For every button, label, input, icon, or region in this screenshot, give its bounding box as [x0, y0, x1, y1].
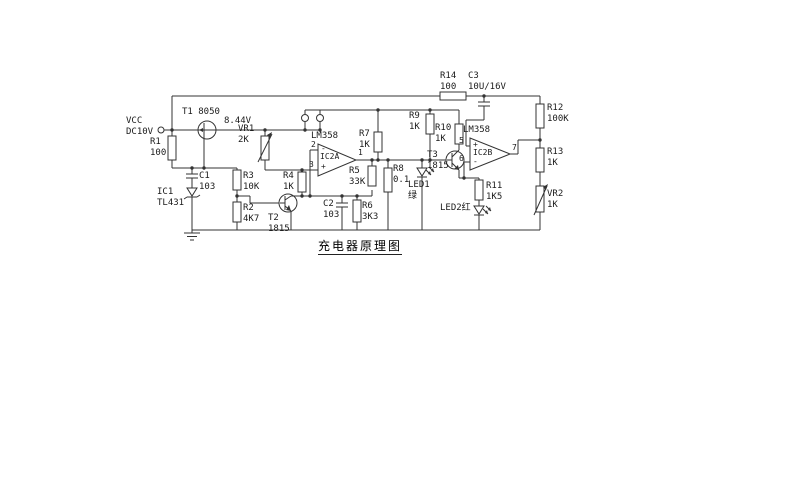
schematic-title: 充电器原理图: [318, 239, 403, 256]
junction-dots: [170, 94, 542, 198]
trimmer-vr1-arrowhead: [267, 132, 272, 138]
trimmer-vr2-arrowhead: [543, 184, 548, 190]
label-r12: R12 100K: [547, 103, 569, 125]
resistor-r2-symbol: [232, 201, 242, 223]
label-t1: T1 8050: [182, 107, 220, 117]
label-r2: R2 4K7: [243, 203, 260, 225]
led1-ray-arrowhead-1: [428, 171, 431, 175]
label-led1: LED1 绿: [408, 180, 430, 202]
r11-led2-wires: [474, 178, 492, 230]
capacitor-c2-symbol: [336, 196, 348, 230]
resistor-r3-symbol: [232, 169, 242, 191]
ic2b-pin-output: 7: [512, 143, 517, 152]
label-r10: R10 1K: [435, 123, 452, 145]
label-t3: T3 1815: [427, 150, 449, 172]
resistor-r11-symbol: [474, 179, 484, 201]
label-ic2a-name: IC2A: [320, 152, 340, 161]
ic2a-minus-sign: -: [321, 144, 326, 153]
trimmer-vr2-symbol: [535, 185, 545, 213]
opamp-ic2b-symbol: [469, 137, 512, 171]
label-c2: C2 103: [323, 199, 340, 221]
zener-ic1-symbol: [186, 187, 198, 197]
resistor-r8-symbol: [383, 167, 393, 193]
transistor-t2-arrow: [286, 205, 291, 211]
battery-plug-wires: [304, 109, 459, 130]
label-r4: R4 1K: [283, 171, 294, 193]
battery-plug-left: [301, 114, 309, 122]
transistor-t3-leads: [447, 144, 479, 179]
label-c3: C3 10U/16V: [468, 71, 506, 93]
transistor-t1-leads: [198, 123, 216, 168]
ic2a-pin-output: 1: [358, 148, 363, 157]
led1-wires: [417, 160, 435, 230]
led1-symbol: [416, 167, 428, 177]
trimmer-vr1-arrow: [257, 133, 273, 163]
label-vcc: VCC DC10V: [126, 116, 154, 138]
label-led2: LED2红: [440, 203, 471, 213]
label-vr1: VR1 2K: [238, 124, 255, 146]
resistor-r6-symbol: [352, 199, 362, 223]
ic2b-pin-inverting: 6: [459, 154, 464, 163]
resistor-r1-symbol: [167, 135, 177, 161]
label-r9: R9 1K: [409, 111, 420, 133]
resistor-r4-symbol: [297, 171, 307, 193]
label-ic2b-name: IC2B: [473, 148, 493, 157]
resistor-r7-symbol: [373, 131, 383, 153]
opamp-ic2b-wires: [463, 119, 540, 178]
ic2a-plus-sign: +: [321, 162, 326, 171]
ic2a-pin-noninverting: 3: [309, 160, 314, 169]
led1-ray-arrowhead-2: [431, 168, 434, 172]
zener-ic1-bar: [183, 194, 201, 230]
transistor-t3-arrow: [454, 165, 459, 170]
opamp-ic2a-symbol: [317, 143, 358, 177]
label-ic1: IC1 TL431: [157, 187, 185, 209]
trimmer-vr2-arrow: [533, 185, 548, 216]
label-ic2a-chip: LM358: [311, 131, 339, 141]
led2-ray-arrowhead-2: [488, 207, 491, 211]
led2-ray-arrowhead-1: [485, 210, 488, 214]
ic2b-plus-sign: +: [473, 140, 478, 149]
label-vr2: VR2 1K: [547, 189, 564, 211]
ground-symbol: [184, 230, 200, 241]
resistor-r9-symbol: [425, 113, 435, 135]
label-c1: C1 103: [199, 171, 216, 193]
label-ic2b-chip: LM358: [463, 125, 491, 135]
label-r7: R7 1K: [359, 129, 370, 151]
capacitor-c1-symbol: [186, 168, 198, 188]
label-r8: R8 0.1: [393, 164, 410, 186]
ic2a-pin-inverting: 2: [311, 140, 316, 149]
label-r14: R14 100: [440, 71, 457, 93]
transistor-t1-arrow: [199, 128, 203, 132]
capacitor-c3-symbol: [478, 96, 490, 120]
battery-plug-right: [316, 114, 324, 122]
ic2b-pin-noninverting: 5: [459, 136, 464, 145]
resistor-r13-symbol: [535, 147, 545, 173]
vcc-terminal: [157, 126, 165, 134]
label-r13: R13 1K: [547, 147, 564, 169]
label-r1: R1 100: [150, 137, 167, 159]
label-t2: T2 1815: [268, 213, 290, 235]
label-r3: R3 10K: [243, 171, 260, 193]
resistor-r12-symbol: [535, 103, 545, 129]
label-r5: R5 33K: [349, 166, 366, 188]
resistor-r14-symbol: [439, 91, 467, 101]
transistor-t2-symbol: [278, 193, 298, 213]
label-r6: R6 3K3: [362, 201, 379, 223]
resistor-r5-symbol: [367, 165, 377, 187]
led2-symbol: [473, 205, 485, 215]
label-r11: R11 1K5: [486, 181, 503, 203]
voltage-annotation: 8.44V: [224, 116, 252, 126]
ic2b-minus-sign: -: [473, 157, 478, 166]
